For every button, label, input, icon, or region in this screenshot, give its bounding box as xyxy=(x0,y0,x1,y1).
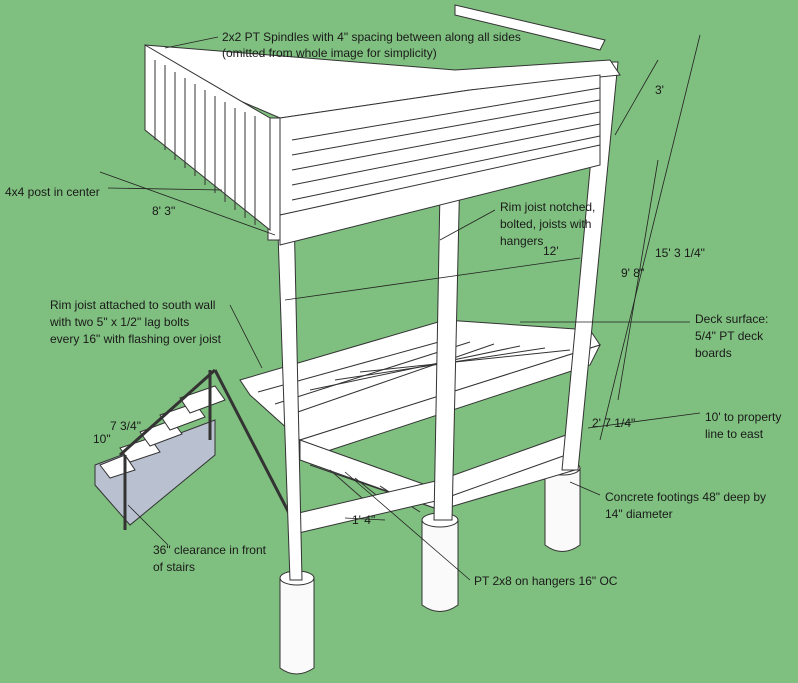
stairs xyxy=(94,368,292,530)
dimension-joist-spacing: 1' 4" xyxy=(352,513,376,527)
deck-surface-label-2: 5/4" PT deck xyxy=(695,329,764,343)
post-center-label: 4x4 post in center xyxy=(5,185,100,199)
dimension-stair-rise: 7 3/4" xyxy=(110,419,141,433)
dimension-stair-run: 10" xyxy=(93,432,111,446)
rim-wall-label-3: every 16" with flashing over joist xyxy=(50,332,222,346)
footings-label-1: Concrete footings 48" deep by xyxy=(605,490,767,504)
dimension-depth: 8' 3" xyxy=(152,204,176,218)
rim-wall-label-2: with two 5" x 1/2" lag bolts xyxy=(50,315,190,329)
dimension-width: 12' xyxy=(543,244,559,258)
spindles-note: (omitted from whole image for simplicity… xyxy=(222,46,437,60)
footings-label-2: 14" diameter xyxy=(605,507,673,521)
clearance-label-2: of stairs xyxy=(153,560,196,574)
deck-surface-label-3: boards xyxy=(695,346,732,360)
dimension-total-height: 15' 3 1/4" xyxy=(655,246,705,260)
spindles-label: 2x2 PT Spindles with 4" spacing between … xyxy=(222,30,521,44)
footing-front-mid xyxy=(421,512,459,612)
clearance-label-1: 36" clearance in front xyxy=(153,543,266,557)
dimension-upper-height: 9' 8" xyxy=(621,266,645,280)
dimension-lower-height: 2' 7 1/4" xyxy=(592,416,636,430)
property-line-label-1: 10' to property xyxy=(705,410,782,424)
footing-front-left xyxy=(279,570,315,675)
rim-notched-label-3: hangers xyxy=(500,234,544,248)
rim-notched-label-1: Rim joist notched, xyxy=(500,200,596,214)
property-line-label-2: line to east xyxy=(705,427,764,441)
rim-wall-label-1: Rim joist attached to south wall xyxy=(50,298,216,312)
joists-label: PT 2x8 on hangers 16" OC xyxy=(474,574,618,588)
rim-notched-label-2: bolted, joists with xyxy=(500,217,592,231)
upper-deck xyxy=(144,4,621,246)
dimension-rail-height: 3' xyxy=(655,83,664,97)
deck-surface-label-1: Deck surface: xyxy=(695,312,769,326)
